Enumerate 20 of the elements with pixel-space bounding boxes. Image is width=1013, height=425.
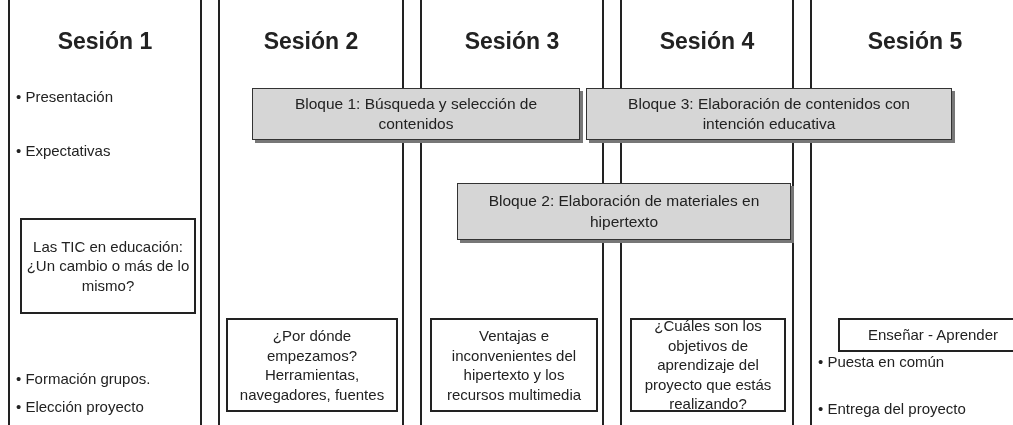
block-bar: Bloque 1: Búsqueda y selección de contenidos <box>252 88 580 140</box>
bullet-item: • Elección proyecto <box>16 398 144 415</box>
topic-box: Las TIC en educación: ¿Un cambio o más de lo mismo? <box>20 218 196 314</box>
session-heading: Sesión 1 <box>56 28 154 55</box>
block-bar: Bloque 2: Elaboración de materiales en hipertexto <box>457 183 791 240</box>
bullet-item: • Expectativas <box>16 142 111 159</box>
session-heading: Sesión 2 <box>262 28 360 55</box>
topic-box: Ventajas e inconvenientes del hipertexto y los recursos multimedia <box>430 318 598 412</box>
bullet-item: • Formación grupos. <box>16 370 151 387</box>
topic-box: ¿Por dónde empezamos? Herramientas, navegadores, fuentes <box>226 318 398 412</box>
session-column <box>8 0 202 425</box>
session-heading: Sesión 5 <box>866 28 964 55</box>
bullet-item: • Puesta en común <box>818 353 945 370</box>
session-heading: Sesión 3 <box>463 28 561 55</box>
block-bar: Bloque 3: Elaboración de contenidos con intención educativa <box>586 88 952 140</box>
bullet-item: • Presentación <box>16 88 113 105</box>
topic-box: ¿Cuáles son los objetivos de aprendizaje del proyecto que estás realizando? <box>630 318 786 412</box>
bullet-item: • Entrega del proyecto <box>818 400 966 417</box>
topic-box: Enseñar - Aprender <box>838 318 1013 352</box>
session-heading: Sesión 4 <box>658 28 756 55</box>
